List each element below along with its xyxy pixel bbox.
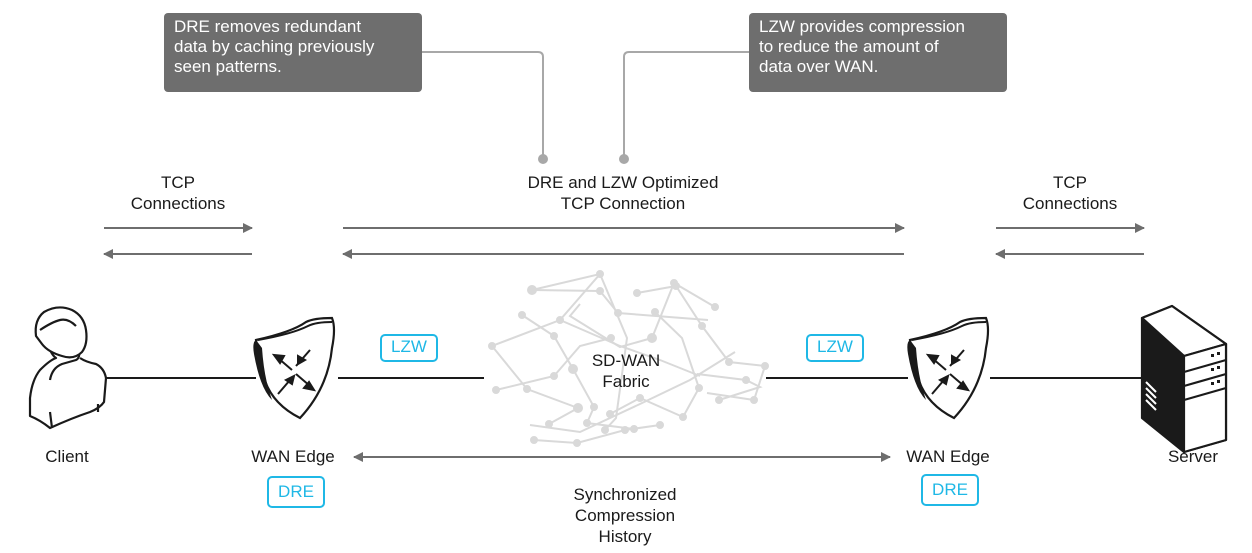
server-tower-icon xyxy=(1140,304,1228,454)
right-tcp-label: TCP Connections xyxy=(1010,172,1130,214)
wan-edge-right-label: WAN Edge xyxy=(906,447,990,466)
shield-router-icon xyxy=(253,316,336,420)
client-label: Client xyxy=(45,447,89,466)
dre-callout-line2: data by caching previously xyxy=(174,37,375,56)
dre-leader-dot xyxy=(538,154,548,164)
server-label: Server xyxy=(1167,447,1219,466)
sync-line2: Compression xyxy=(574,506,676,525)
optimized-tcp-label: DRE and LZW Optimized TCP Connection xyxy=(483,172,763,214)
sync-history-label: Synchronized Compression History xyxy=(540,484,710,547)
dre-callout-line3: seen patterns. xyxy=(174,57,282,76)
lzw-callout-line3: data over WAN. xyxy=(759,57,879,76)
lzw-leader-dot xyxy=(619,154,629,164)
person-icon xyxy=(28,306,108,430)
dre-callout-leader xyxy=(422,51,544,158)
dre-callout-line1: DRE removes redundant xyxy=(174,17,362,36)
left-tcp-line2: Connections xyxy=(130,194,226,213)
lzw-callout-line2: to reduce the amount of xyxy=(759,37,939,56)
optimized-tcp-line1: DRE and LZW Optimized xyxy=(527,173,719,192)
dre-badge-right: DRE xyxy=(921,474,979,506)
dre-callout: DRE removes redundant data by caching pr… xyxy=(164,13,422,92)
network-mesh-icon xyxy=(488,270,769,447)
sd-wan-fabric-label: SD-WAN Fabric xyxy=(566,350,686,392)
left-tcp-line1: TCP xyxy=(161,173,195,192)
lzw-badge-right: LZW xyxy=(806,334,864,362)
lzw-callout-line1: LZW provides compression xyxy=(759,17,965,36)
optimized-tcp-line2: TCP Connection xyxy=(560,194,686,213)
fabric-line2: Fabric xyxy=(602,372,650,391)
right-tcp-line2: Connections xyxy=(1022,194,1118,213)
shield-router-icon xyxy=(907,316,990,420)
sync-line1: Synchronized xyxy=(573,485,677,504)
dre-badge-left: DRE xyxy=(267,476,325,508)
lzw-callout-leader xyxy=(623,51,749,158)
lzw-callout: LZW provides compression to reduce the a… xyxy=(749,13,1007,92)
right-tcp-line1: TCP xyxy=(1053,173,1087,192)
fabric-line1: SD-WAN xyxy=(591,351,661,370)
sync-line3: History xyxy=(598,527,652,546)
left-tcp-label: TCP Connections xyxy=(118,172,238,214)
lzw-badge-left: LZW xyxy=(380,334,438,362)
wan-edge-left-label: WAN Edge xyxy=(251,447,335,466)
